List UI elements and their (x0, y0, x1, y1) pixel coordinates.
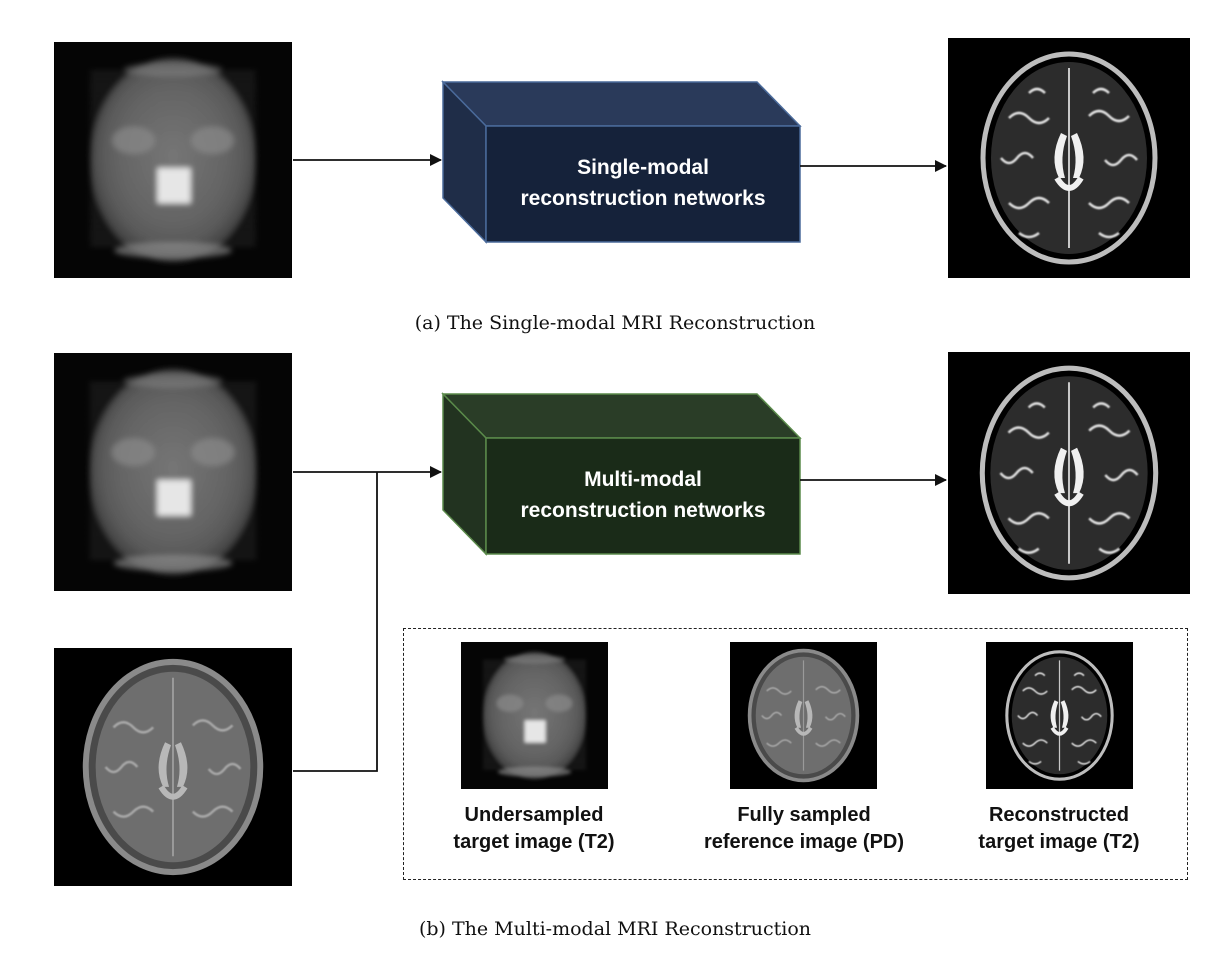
network-a-top-face (441, 81, 802, 127)
network-a-side-face (442, 80, 487, 244)
reconstructed-output-image-b (948, 352, 1190, 594)
reference-pd-image-b (54, 648, 292, 886)
network-b-front-face (485, 437, 801, 555)
network-b-side-face (442, 392, 487, 556)
network-b-label-line2: reconstruction networks (520, 499, 765, 522)
network-b-top-face (441, 393, 802, 439)
network-a-label-line2: reconstruction networks (520, 187, 765, 210)
network-a-front-face (485, 125, 801, 243)
reconstructed-output-image-a (948, 38, 1190, 278)
undersampled-input-image-a (54, 42, 292, 278)
network-a-label-line1: Single-modal (577, 156, 709, 179)
undersampled-input-image-b (54, 353, 292, 591)
connector-reference-to-network-b (293, 472, 378, 772)
legend-undersampled-thumbnail (461, 642, 608, 789)
legend-reconstructed-thumbnail (986, 642, 1133, 789)
network-b-label-line1: Multi-modal (584, 468, 702, 491)
multi-modal-network-block: Multi-modal reconstruction networks (441, 392, 802, 556)
legend-reference-thumbnail (730, 642, 877, 789)
legend-box (403, 628, 1188, 880)
caption-b: (b) The Multi-modal MRI Reconstruction (418, 918, 812, 940)
single-modal-network-block: Single-modal reconstruction networks (441, 80, 802, 244)
caption-a: (a) The Single-modal MRI Reconstruction (414, 312, 816, 334)
